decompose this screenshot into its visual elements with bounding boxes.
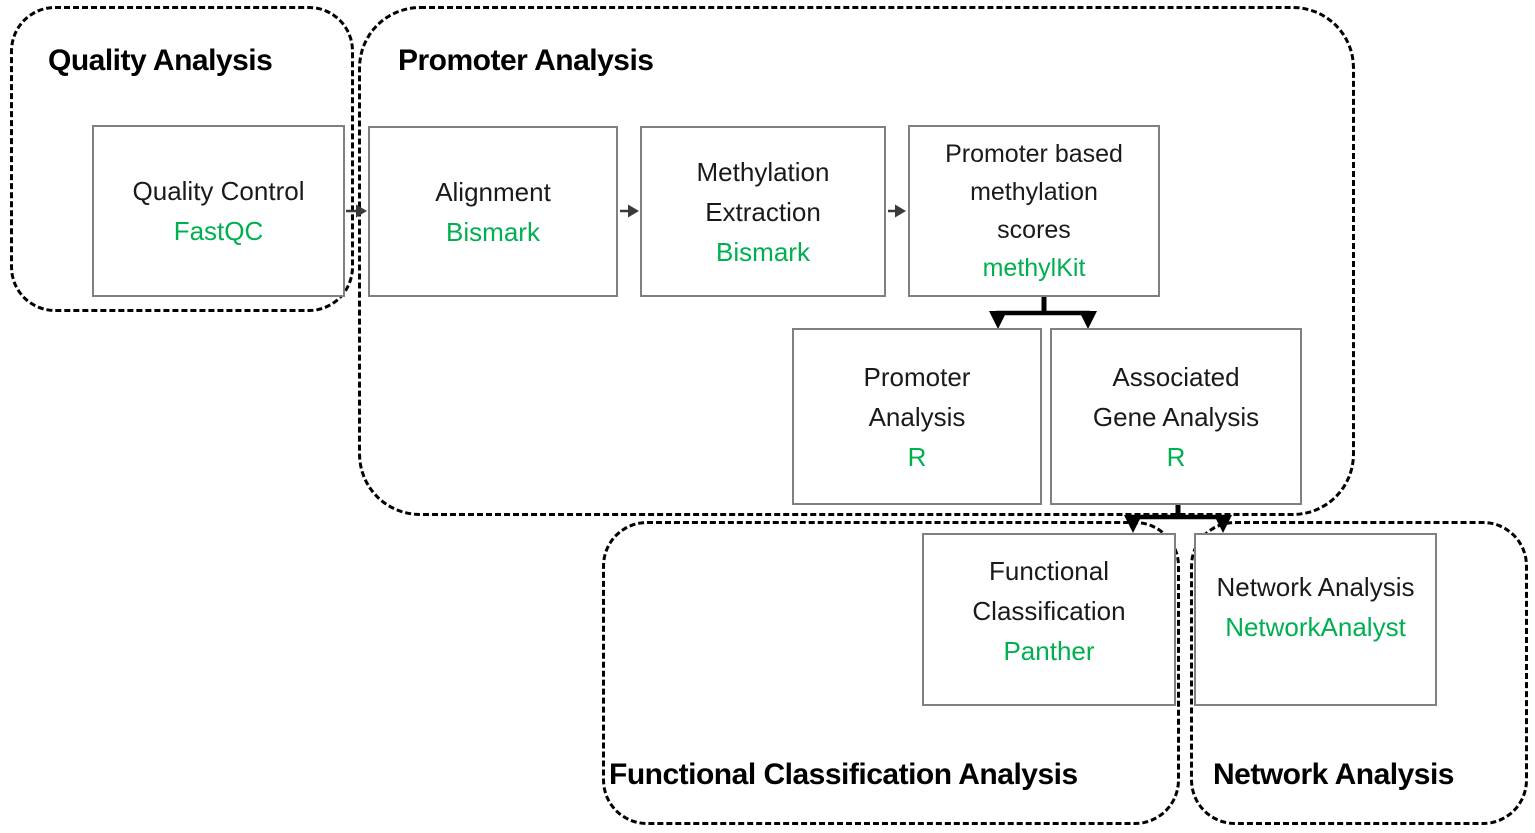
step-box-functional-classification: Functional Classification Panther [922, 533, 1176, 706]
step-box-network-analysis: Network Analysis NetworkAnalyst [1194, 533, 1437, 706]
tool-name: NetworkAnalyst [1225, 612, 1406, 642]
tool-name: R [1166, 441, 1186, 472]
step-box-associated-gene-analysis: Associated Gene Analysis R [1050, 328, 1302, 505]
step-label: Classification [972, 596, 1126, 626]
step-label: Methylation [696, 156, 830, 187]
step-label: Functional [989, 556, 1109, 586]
step-label: Analysis [868, 401, 966, 432]
tool-name: Bismark [446, 216, 540, 247]
step-box-promoter-methylation-scores: Promoter based methylation scores methyl… [908, 125, 1160, 297]
step-label: methylation [970, 178, 1098, 206]
step-box-quality-control: Quality Control FastQC [92, 125, 345, 297]
arrow-alignment-to-methylationextraction [620, 204, 639, 218]
label-promoter-analysis: Promoter Analysis [398, 44, 654, 77]
step-label: Associated [1112, 361, 1240, 392]
step-label: Extraction [705, 196, 821, 227]
branch-scores-to-row2 [989, 297, 1097, 329]
label-network-analysis: Network Analysis [1213, 758, 1454, 791]
step-label: Quality Control [132, 176, 305, 206]
step-label: Network Analysis [1216, 572, 1415, 602]
container-functional-classification-analysis [602, 521, 1180, 825]
step-box-promoter-analysis: Promoter Analysis R [792, 328, 1042, 505]
step-box-methylation-extraction: Methylation Extraction Bismark [640, 126, 886, 297]
label-functional-classification-analysis: Functional Classification Analysis [609, 758, 1078, 791]
arrow-methylationextraction-to-scores [888, 204, 906, 218]
tool-name: methylKit [982, 254, 1086, 282]
container-promoter-analysis [358, 6, 1355, 516]
step-label: Gene Analysis [1092, 401, 1260, 432]
tool-name: FastQC [173, 216, 264, 246]
branch-associatedgene-to-row3 [1124, 505, 1232, 533]
step-box-alignment: Alignment Bismark [368, 126, 618, 297]
tool-name: Bismark [716, 236, 810, 267]
step-label: Alignment [435, 176, 551, 207]
step-label: Promoter based [945, 140, 1123, 168]
container-network-analysis [1190, 521, 1528, 825]
step-label: scores [997, 216, 1071, 244]
tool-name: R [907, 441, 927, 472]
step-label: Promoter [863, 361, 971, 392]
label-quality-analysis: Quality Analysis [48, 44, 273, 77]
tool-name: Panther [1003, 636, 1095, 666]
container-quality-analysis [10, 6, 354, 312]
arrow-qualitycontrol-to-alignment [346, 204, 367, 218]
